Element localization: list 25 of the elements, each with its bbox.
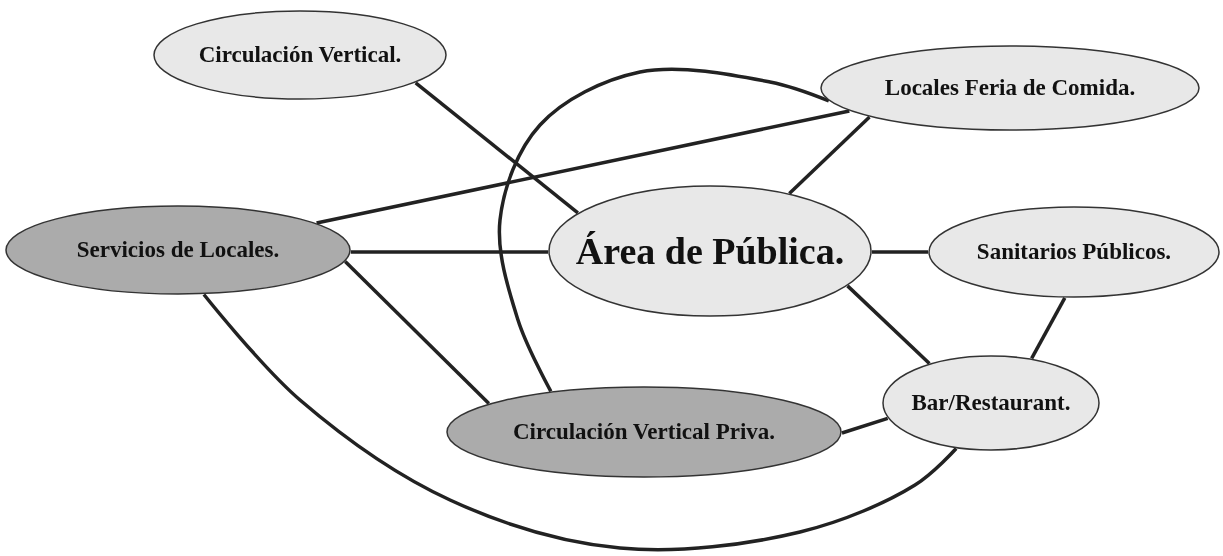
connector-line bbox=[846, 284, 931, 365]
node-label: Área de Pública. bbox=[575, 229, 845, 273]
ellipse-node bbox=[446, 386, 842, 478]
node-label: Sanitarios Públicos. bbox=[976, 239, 1172, 265]
node-label: Locales Feria de Comida. bbox=[884, 75, 1136, 101]
connector-line bbox=[350, 250, 548, 254]
connector-line bbox=[1030, 297, 1067, 360]
node-label: Bar/Restaurant. bbox=[911, 390, 1071, 416]
ellipse-node bbox=[5, 205, 351, 295]
node-label: Circulación Vertical. bbox=[198, 42, 402, 68]
ellipse-node bbox=[153, 10, 447, 100]
connector-line bbox=[316, 109, 850, 225]
connector-line bbox=[872, 250, 928, 254]
ellipse-node bbox=[928, 206, 1220, 298]
connector-line bbox=[414, 81, 579, 215]
node-label: Circulación Vertical Priva. bbox=[512, 419, 776, 445]
connector-line bbox=[202, 293, 958, 552]
ellipse-node bbox=[882, 355, 1100, 451]
connector-line bbox=[788, 115, 871, 195]
connector-line bbox=[344, 260, 491, 405]
ellipse-node bbox=[820, 45, 1200, 131]
ellipse-node bbox=[548, 185, 872, 317]
connector-line bbox=[841, 416, 889, 435]
connector-line bbox=[497, 67, 830, 393]
node-label: Servicios de Locales. bbox=[76, 237, 280, 263]
